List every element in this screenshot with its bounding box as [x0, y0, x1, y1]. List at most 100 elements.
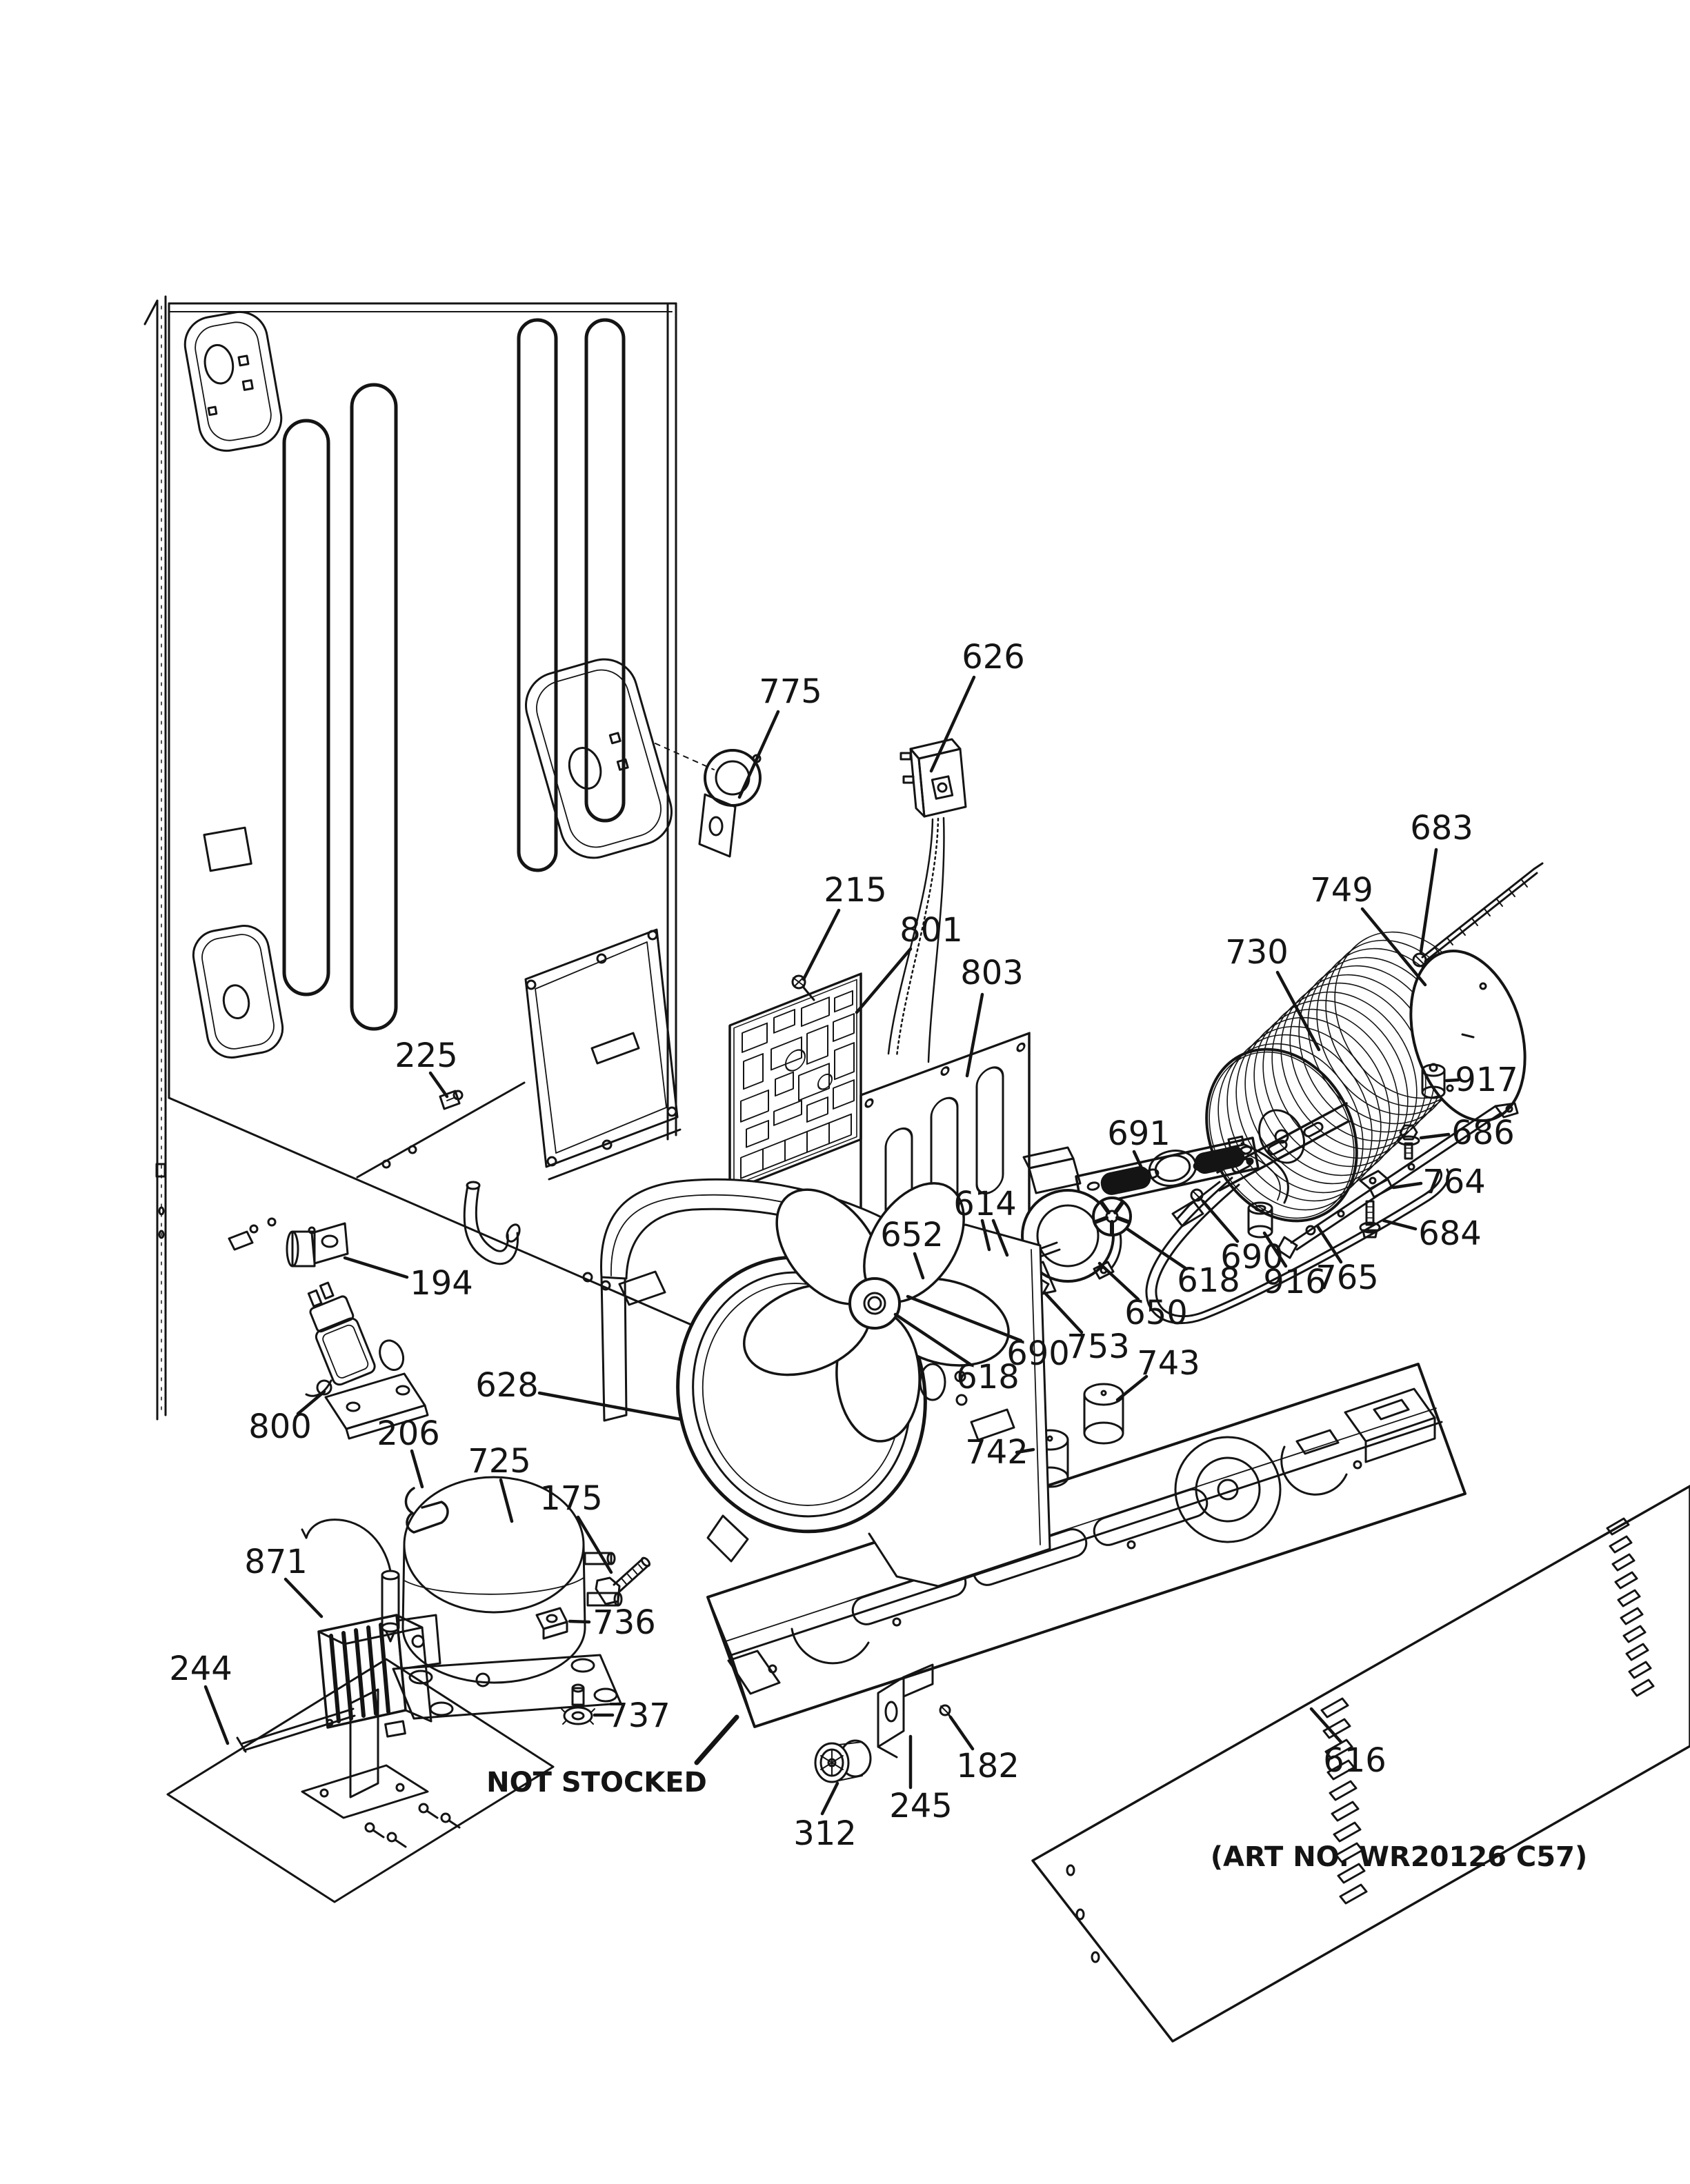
leader-691 [1132, 1150, 1145, 1173]
leader-871 [284, 1577, 324, 1619]
callout-917: 917 [1455, 1061, 1518, 1099]
callout-215: 215 [824, 871, 887, 910]
leader-312 [820, 1781, 839, 1816]
leader-690 [1201, 1199, 1240, 1243]
leader-753 [1042, 1290, 1084, 1334]
fan-bracket-691 [1075, 1136, 1260, 1208]
callout-916: 916 [1263, 1263, 1326, 1301]
callout-871: 871 [244, 1543, 308, 1581]
callout-206: 206 [377, 1414, 440, 1453]
callout-742: 742 [965, 1433, 1028, 1472]
callout-749: 749 [1310, 871, 1373, 910]
callout-not-stocked: NOT STOCKED [486, 1767, 707, 1799]
fan-hub-cap-618 [867, 1296, 882, 1311]
leader-628 [537, 1391, 682, 1421]
access-cover [524, 928, 682, 1181]
leader-652 [913, 1252, 925, 1280]
leader-244 [203, 1685, 230, 1745]
callout-691: 691 [1107, 1114, 1171, 1153]
leader-690 [906, 1294, 1023, 1343]
callout-690: 690 [1006, 1334, 1070, 1373]
leader-215 [802, 908, 841, 981]
leader-618 [893, 1312, 972, 1366]
callout-683: 683 [1410, 809, 1473, 848]
leader-749 [1360, 907, 1427, 987]
leader-801 [855, 947, 913, 1014]
drain-hose [463, 1181, 521, 1265]
tube-clamp-194 [286, 1222, 349, 1268]
panel-slots [282, 318, 626, 1031]
callout-730: 730 [1225, 933, 1289, 972]
leader-730 [1275, 970, 1321, 1052]
louver-bank-left [1320, 1697, 1368, 1905]
bracket-245 [877, 1663, 934, 1759]
filter-drier [301, 1519, 400, 1643]
callout-652: 652 [880, 1216, 944, 1254]
roller-312 [814, 1739, 872, 1783]
motor-rotor-618 [1092, 1196, 1132, 1236]
bolt-684 [1359, 1200, 1381, 1239]
callout-175: 175 [539, 1479, 603, 1518]
leader-not-stocked [694, 1714, 739, 1765]
leader-917 [1444, 1078, 1460, 1083]
kit-screws [364, 1803, 461, 1848]
leader-206 [410, 1449, 424, 1489]
base-pan [706, 1363, 1467, 1728]
callout-182: 182 [956, 1747, 1020, 1785]
main-board-801 [728, 972, 862, 1192]
switch-626 [887, 738, 967, 1063]
callout-737: 737 [607, 1696, 670, 1735]
callout-800: 800 [248, 1407, 312, 1446]
mount-grommet-736 [535, 1607, 568, 1640]
callout-803: 803 [960, 954, 1024, 992]
leader-743 [1115, 1374, 1149, 1402]
louver-bank-right [1606, 1517, 1655, 1697]
callout-628: 628 [475, 1366, 539, 1405]
leader-803 [965, 992, 984, 1078]
bushing-916 [1247, 1201, 1273, 1239]
leader-742 [1015, 1447, 1035, 1454]
bushing-917 [1421, 1063, 1446, 1099]
leader-618 [1125, 1227, 1189, 1271]
fan-motor-650 [893, 1146, 1122, 1309]
condenser-tube-loop [1145, 1135, 1450, 1325]
clip-225 [439, 1090, 464, 1110]
callout--art-no-wr20126-c57-: (ART NO. WR20126 C57) [1211, 1841, 1587, 1873]
leader-686 [1419, 1132, 1451, 1140]
callout-616: 616 [1323, 1741, 1386, 1780]
leader-175 [576, 1515, 613, 1574]
leader-916 [1262, 1231, 1288, 1268]
cabinet-side-flange [143, 295, 167, 1421]
leader-614 [980, 1219, 991, 1252]
embossment-bottom-left [192, 925, 284, 1059]
leader-764 [1391, 1181, 1423, 1190]
water-valve-800 [305, 1281, 429, 1440]
support-bar-765 [1276, 1102, 1519, 1259]
rear-access-panel-616 [1031, 1485, 1690, 2043]
callout-194: 194 [410, 1264, 473, 1303]
leader-683 [1419, 848, 1438, 954]
leader-194 [343, 1256, 409, 1279]
callout-626: 626 [962, 638, 1025, 677]
leader-775 [737, 710, 780, 799]
mount-bushing-737 [561, 1683, 595, 1725]
callout-686: 686 [1451, 1114, 1515, 1152]
callout-764: 764 [1422, 1163, 1486, 1201]
grommet-775 [655, 743, 762, 858]
callout-736: 736 [593, 1603, 656, 1642]
leader-736 [568, 1619, 591, 1624]
leader-616 [1309, 1707, 1343, 1744]
leader-765 [1315, 1224, 1343, 1264]
leader-684 [1382, 1219, 1418, 1231]
leader-626 [929, 675, 976, 773]
callout-684: 684 [1418, 1214, 1482, 1253]
leader-650 [1097, 1261, 1140, 1301]
callout-225: 225 [395, 1036, 458, 1075]
wire-tie-683 [1412, 862, 1544, 968]
mounting-kit-244 [166, 1658, 555, 1903]
bolt-175 [595, 1556, 651, 1605]
callout-801: 801 [899, 911, 963, 950]
callout-775: 775 [759, 672, 822, 711]
